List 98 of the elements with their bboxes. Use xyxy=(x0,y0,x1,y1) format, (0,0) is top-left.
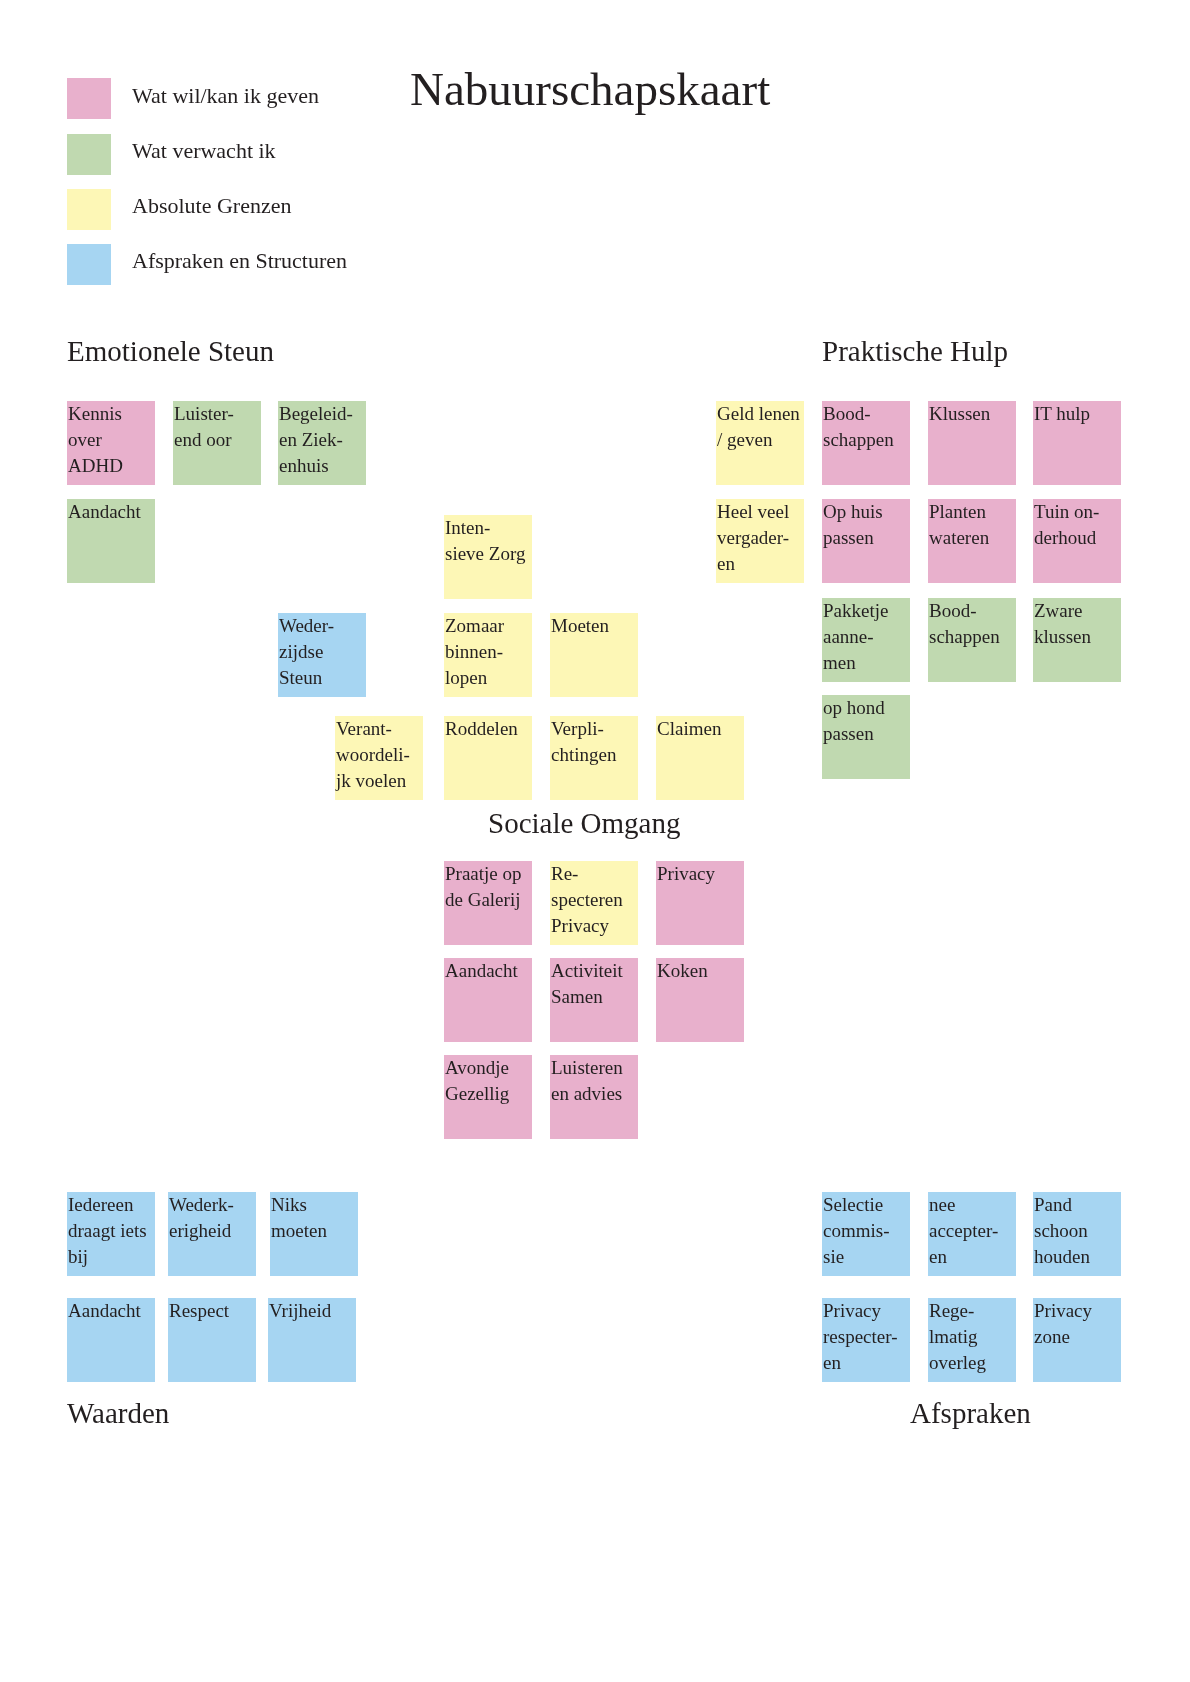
note-text: Rege- lmatig overleg xyxy=(929,1299,987,1375)
sticky-note xyxy=(822,598,910,682)
note-text: Op huis passen xyxy=(823,500,884,550)
sticky-note xyxy=(550,716,638,800)
note-text: Bood- schappen xyxy=(929,599,1001,649)
note-text: Niks moeten xyxy=(271,1193,328,1243)
sticky-note xyxy=(168,1298,256,1382)
sticky-note xyxy=(67,499,155,583)
note-text: Aandacht xyxy=(68,500,142,524)
sticky-note xyxy=(173,401,261,485)
sticky-note xyxy=(444,958,532,1042)
note-text: Roddelen xyxy=(445,717,519,741)
sticky-note xyxy=(278,401,366,485)
note-text: Respect xyxy=(169,1299,231,1323)
sticky-note xyxy=(656,861,744,945)
note-text: Geld lenen / geven xyxy=(717,402,801,452)
note-text: Selectie commis- sie xyxy=(823,1193,891,1269)
sticky-note xyxy=(550,958,638,1042)
sticky-note xyxy=(550,861,638,945)
sticky-note xyxy=(822,695,910,779)
sticky-note xyxy=(67,1298,155,1382)
sticky-note xyxy=(928,1298,1016,1382)
sticky-note xyxy=(1033,1298,1121,1382)
note-text: Luisteren en advies xyxy=(551,1056,624,1106)
sticky-note xyxy=(656,716,744,800)
section-heading: Waarden xyxy=(67,1397,170,1430)
legend-text: Afspraken en Structuren xyxy=(132,248,348,274)
sticky-note xyxy=(67,401,155,485)
note-text: Pand schoon houden xyxy=(1034,1193,1091,1269)
note-text: Activiteit Samen xyxy=(551,959,624,1009)
note-text: Privacy respecter- en xyxy=(823,1299,899,1375)
note-text: Re- specteren Privacy xyxy=(551,862,624,938)
note-text: Begeleid- en Ziek- enhuis xyxy=(279,402,354,478)
note-text: Aandacht xyxy=(68,1299,142,1323)
sticky-note xyxy=(278,613,366,697)
note-text: Verpli- chtingen xyxy=(551,717,618,767)
legend-text: Absolute Grenzen xyxy=(132,193,292,219)
sticky-note xyxy=(444,861,532,945)
sticky-note xyxy=(822,1192,910,1276)
sticky-note xyxy=(822,401,910,485)
note-text: Bood- schappen xyxy=(823,402,895,452)
note-text: Privacy xyxy=(657,862,717,886)
sticky-note xyxy=(268,1298,356,1382)
section-heading: Praktische Hulp xyxy=(822,335,1009,368)
legend-text: Wat verwacht ik xyxy=(132,138,276,164)
sticky-note xyxy=(168,1192,256,1276)
note-text: Planten wateren xyxy=(929,500,991,550)
note-text: Praatje op de Galerij xyxy=(445,862,523,912)
note-text: Claimen xyxy=(657,717,723,741)
note-text: Weder- zijdse Steun xyxy=(279,614,336,690)
sticky-note xyxy=(444,613,532,697)
note-text: Verant- woordeli- jk voelen xyxy=(336,717,411,793)
sticky-note xyxy=(822,1298,910,1382)
sticky-note xyxy=(928,401,1016,485)
sticky-note xyxy=(270,1192,358,1276)
note-text: Zomaar binnen- lopen xyxy=(445,614,506,690)
sticky-note xyxy=(335,716,423,800)
title: Nabuurschapskaart xyxy=(410,62,771,116)
note-text: Moeten xyxy=(551,614,611,638)
sticky-note xyxy=(1033,499,1121,583)
sticky-note xyxy=(716,401,804,485)
sticky-note xyxy=(550,613,638,697)
note-text: Pakketje aanne- men xyxy=(823,599,890,675)
note-text: Koken xyxy=(657,959,709,983)
sticky-note xyxy=(444,716,532,800)
legend-text: Wat wil/kan ik geven xyxy=(132,83,319,109)
sticky-note xyxy=(444,1055,532,1139)
note-text: Iedereen draagt iets bij xyxy=(68,1193,148,1269)
note-text: Vrijheid xyxy=(269,1299,333,1323)
note-text: Zware klussen xyxy=(1034,599,1092,649)
sticky-note xyxy=(928,598,1016,682)
sticky-note xyxy=(822,499,910,583)
note-text: Inten- sieve Zorg xyxy=(445,516,527,566)
sticky-note xyxy=(444,515,532,599)
sticky-note xyxy=(716,499,804,583)
sticky-note xyxy=(1033,1192,1121,1276)
sticky-note xyxy=(67,1192,155,1276)
sticky-note xyxy=(550,1055,638,1139)
note-text: Kennis over ADHD xyxy=(68,402,124,478)
section-heading: Sociale Omgang xyxy=(488,807,681,840)
note-text: Wederk- erigheid xyxy=(169,1193,235,1243)
note-text: nee accepter- en xyxy=(929,1193,1000,1269)
note-text: Heel veel vergader- en xyxy=(717,500,791,576)
sticky-note xyxy=(1033,401,1121,485)
note-text: Luister- end oor xyxy=(174,402,235,452)
note-text: Avondje Gezellig xyxy=(445,1056,511,1106)
section-heading: Afspraken xyxy=(910,1397,1031,1430)
note-text: op hond passen xyxy=(823,696,886,746)
sticky-note xyxy=(1033,598,1121,682)
note-text: Tuin on- derhoud xyxy=(1034,500,1101,550)
note-text: IT hulp xyxy=(1034,402,1092,426)
sticky-note xyxy=(928,1192,1016,1276)
section-heading: Emotionele Steun xyxy=(67,335,274,368)
sticky-note xyxy=(928,499,1016,583)
note-text: Aandacht xyxy=(445,959,519,983)
note-text: Klussen xyxy=(929,402,992,426)
sticky-note xyxy=(656,958,744,1042)
note-text: Privacy zone xyxy=(1034,1299,1094,1349)
